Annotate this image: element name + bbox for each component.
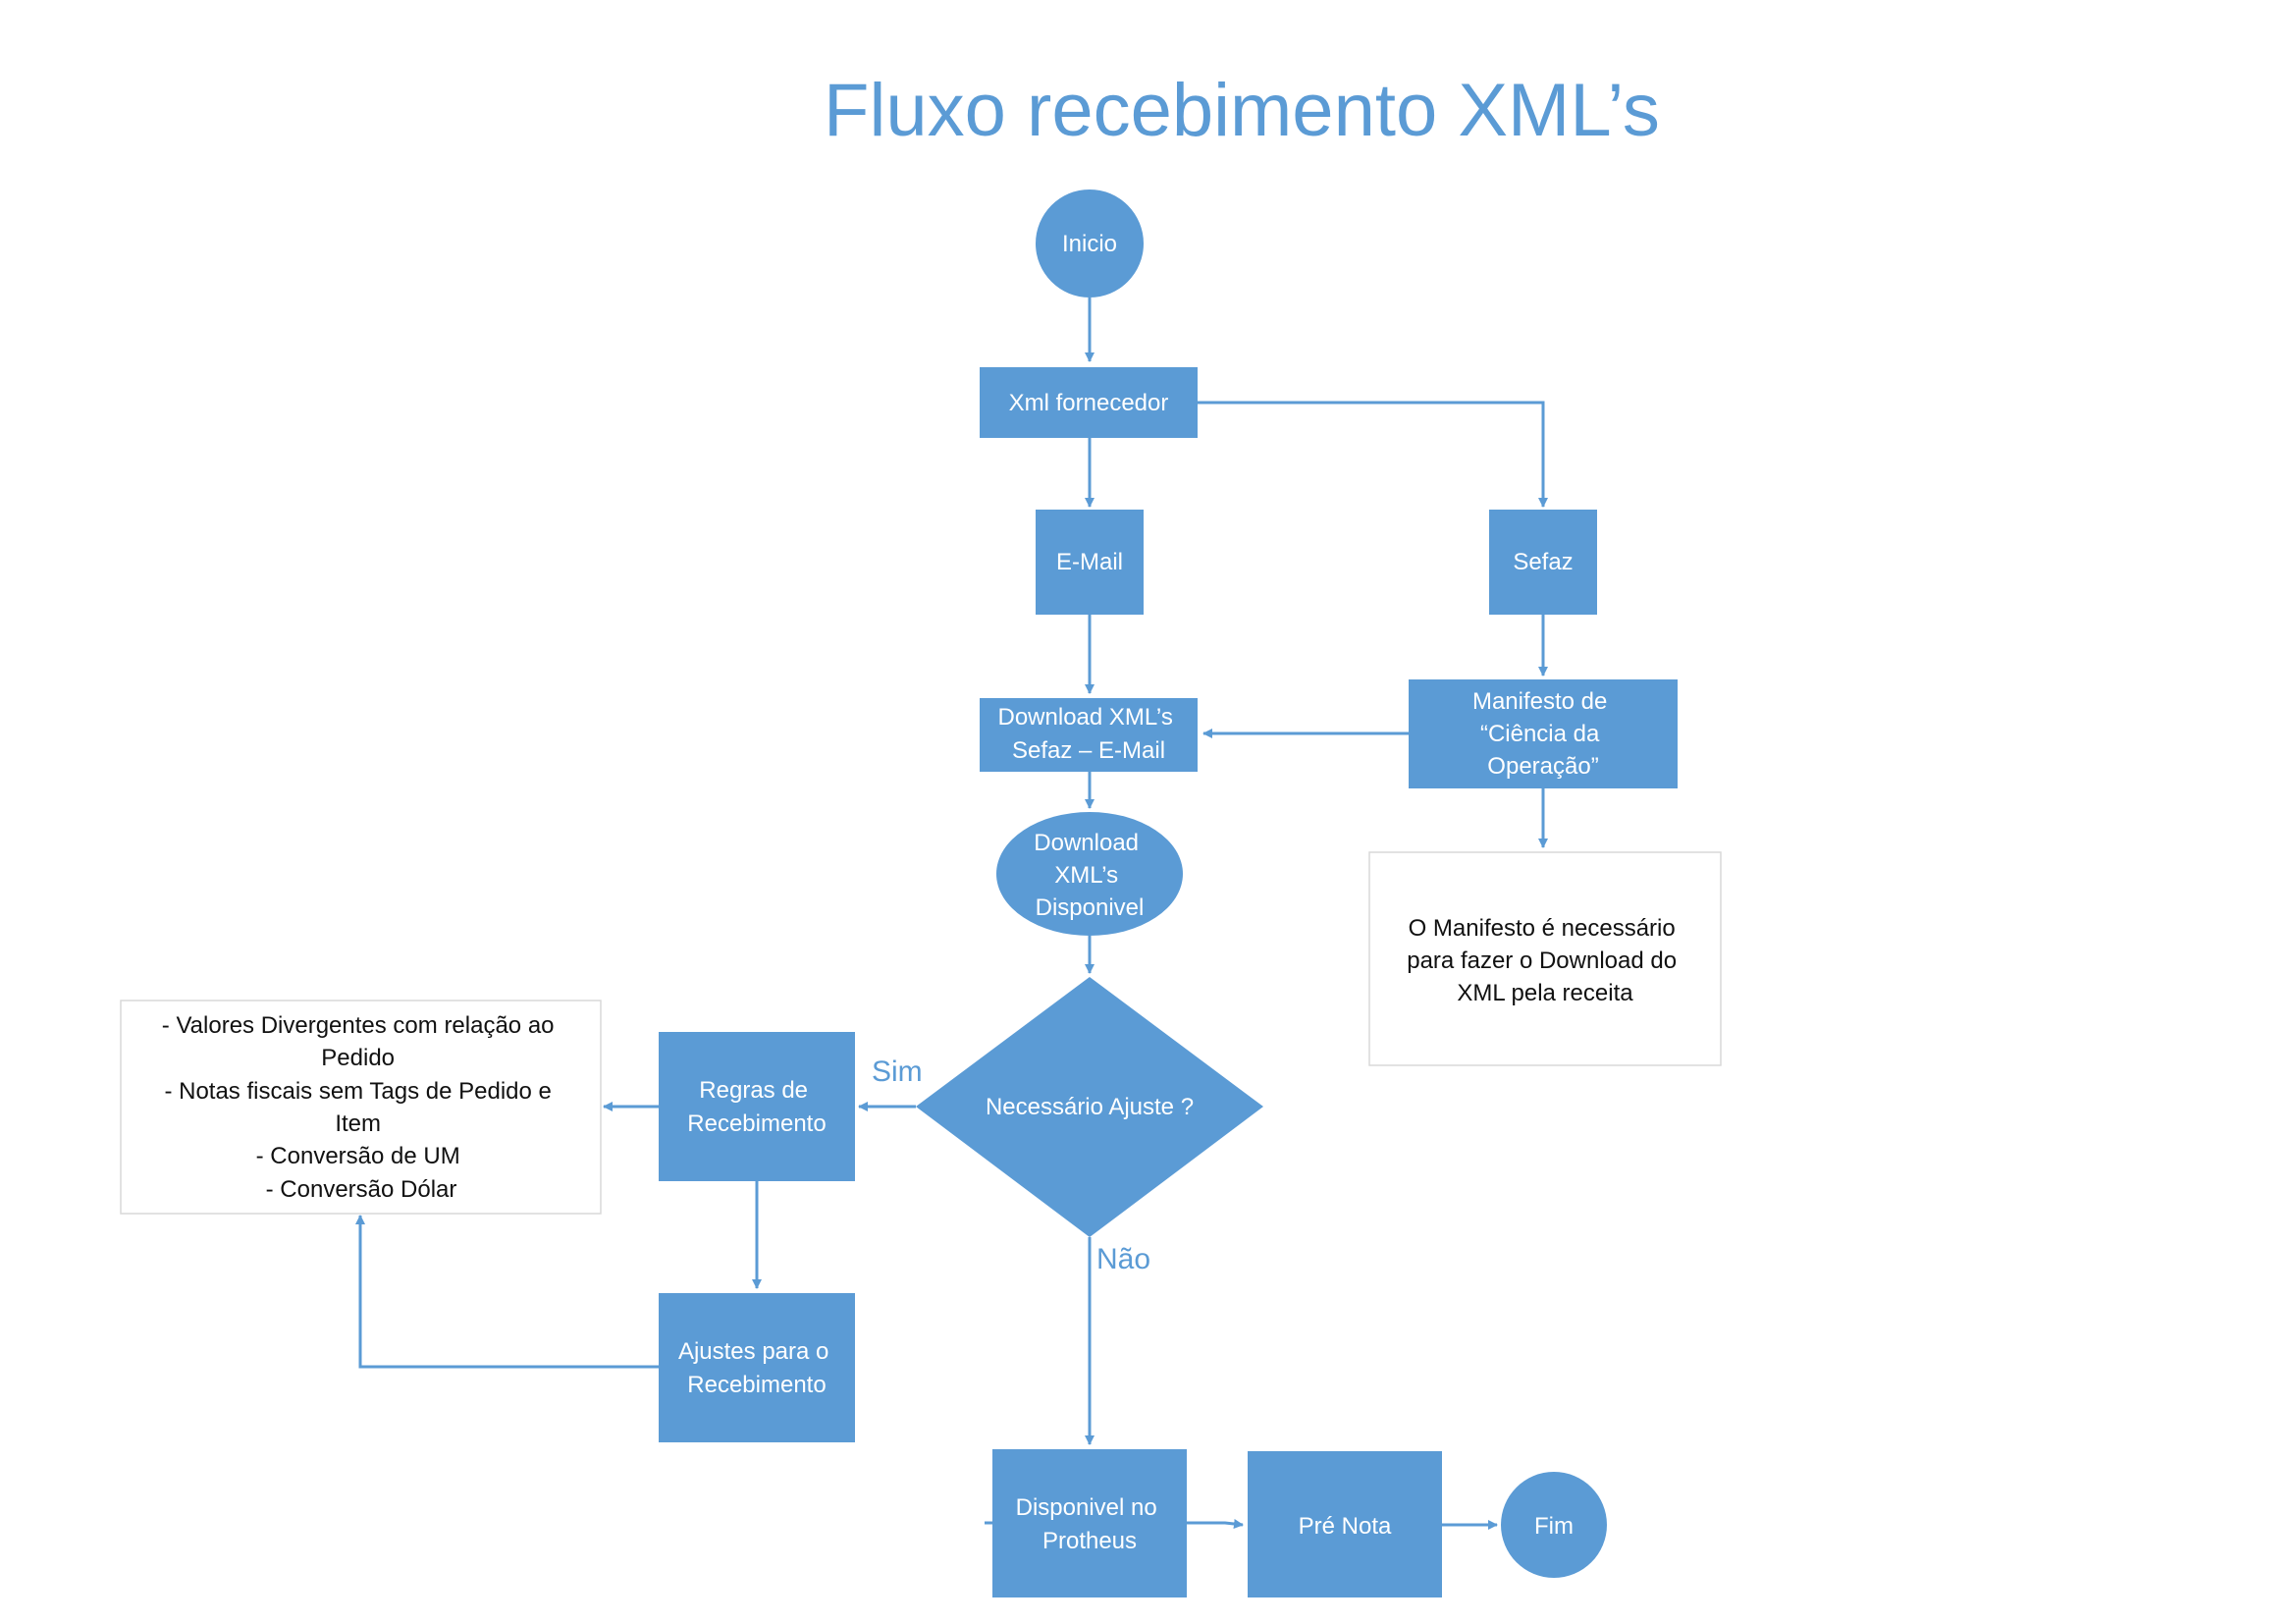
- svg-text:- Valores Divergentes com rela: - Valores Divergentes com relação ao Ped…: [162, 1012, 561, 1203]
- edge-protheus-to-prenota: [1187, 1519, 1244, 1529]
- svg-text:Sefaz: Sefaz: [1513, 549, 1573, 575]
- connectors: [355, 298, 1548, 1530]
- svg-text:Download XML’s Dis: Download XML’s Disponivel: [1034, 830, 1145, 921]
- edge-ajustes-to-note: [355, 1215, 659, 1369]
- node-ajustes-recebimento: Ajustes para o Recebimento: [659, 1293, 855, 1442]
- svg-text:O Manifesto é necessário: O Manifesto é necessário para fazer o Do…: [1407, 915, 1683, 1006]
- node-sefaz: Sefaz: [1489, 510, 1597, 615]
- node-download-sefaz-email: Download XML’s Sefaz – E-Mail: [980, 698, 1198, 772]
- svg-text:Pré Nota: Pré Nota: [1299, 1513, 1392, 1540]
- svg-text:Necessário Ajuste ?: Necessário Ajuste ?: [986, 1094, 1194, 1120]
- svg-text:Ajustes para o Recebimen: Ajustes para o Recebimento: [678, 1338, 835, 1398]
- note-manifesto: O Manifesto é necessário para fazer o Do…: [1368, 851, 1722, 1066]
- svg-text:E-Mail: E-Mail: [1056, 549, 1123, 575]
- decision-necessario-ajuste: Necessário Ajuste ?: [916, 977, 1263, 1237]
- svg-text:Fim: Fim: [1534, 1513, 1574, 1540]
- node-pre-nota: Pré Nota: [1248, 1451, 1442, 1597]
- node-disponivel-protheus: Disponivel no Protheus: [992, 1449, 1187, 1597]
- svg-text:Download XML’s Sefaz – E: Download XML’s Sefaz – E-Mail: [998, 704, 1180, 764]
- edge-label-sim: Sim: [872, 1056, 923, 1088]
- node-download-disponivel: Download XML’s Disponivel: [996, 812, 1183, 936]
- node-manifesto: Manifesto de “Ciência da Operação”: [1409, 679, 1678, 788]
- edge-label-nao: Não: [1096, 1243, 1150, 1275]
- node-xml-fornecedor: Xml fornecedor: [980, 367, 1198, 438]
- note-divergencias: - Valores Divergentes com relação ao Ped…: [120, 1000, 602, 1215]
- node-email: E-Mail: [1036, 510, 1144, 615]
- edge-xml-to-sefaz: [1198, 401, 1548, 508]
- svg-text:Regras de Recebimento: Regras de Recebimento: [687, 1077, 826, 1137]
- svg-text:Inicio: Inicio: [1062, 231, 1117, 257]
- svg-text:Manifesto de “Ciência da: Manifesto de “Ciência da Operação”: [1472, 688, 1614, 780]
- end-node: Fim: [1501, 1472, 1607, 1578]
- svg-text:Disponivel no Protheus: Disponivel no Protheus: [1016, 1494, 1164, 1554]
- svg-text:Xml fornecedor: Xml fornecedor: [1009, 390, 1169, 416]
- node-regras-recebimento: Regras de Recebimento: [659, 1032, 855, 1181]
- page-title: Fluxo recebimento XML’s: [824, 69, 1660, 152]
- start-node: Inicio: [1036, 189, 1144, 298]
